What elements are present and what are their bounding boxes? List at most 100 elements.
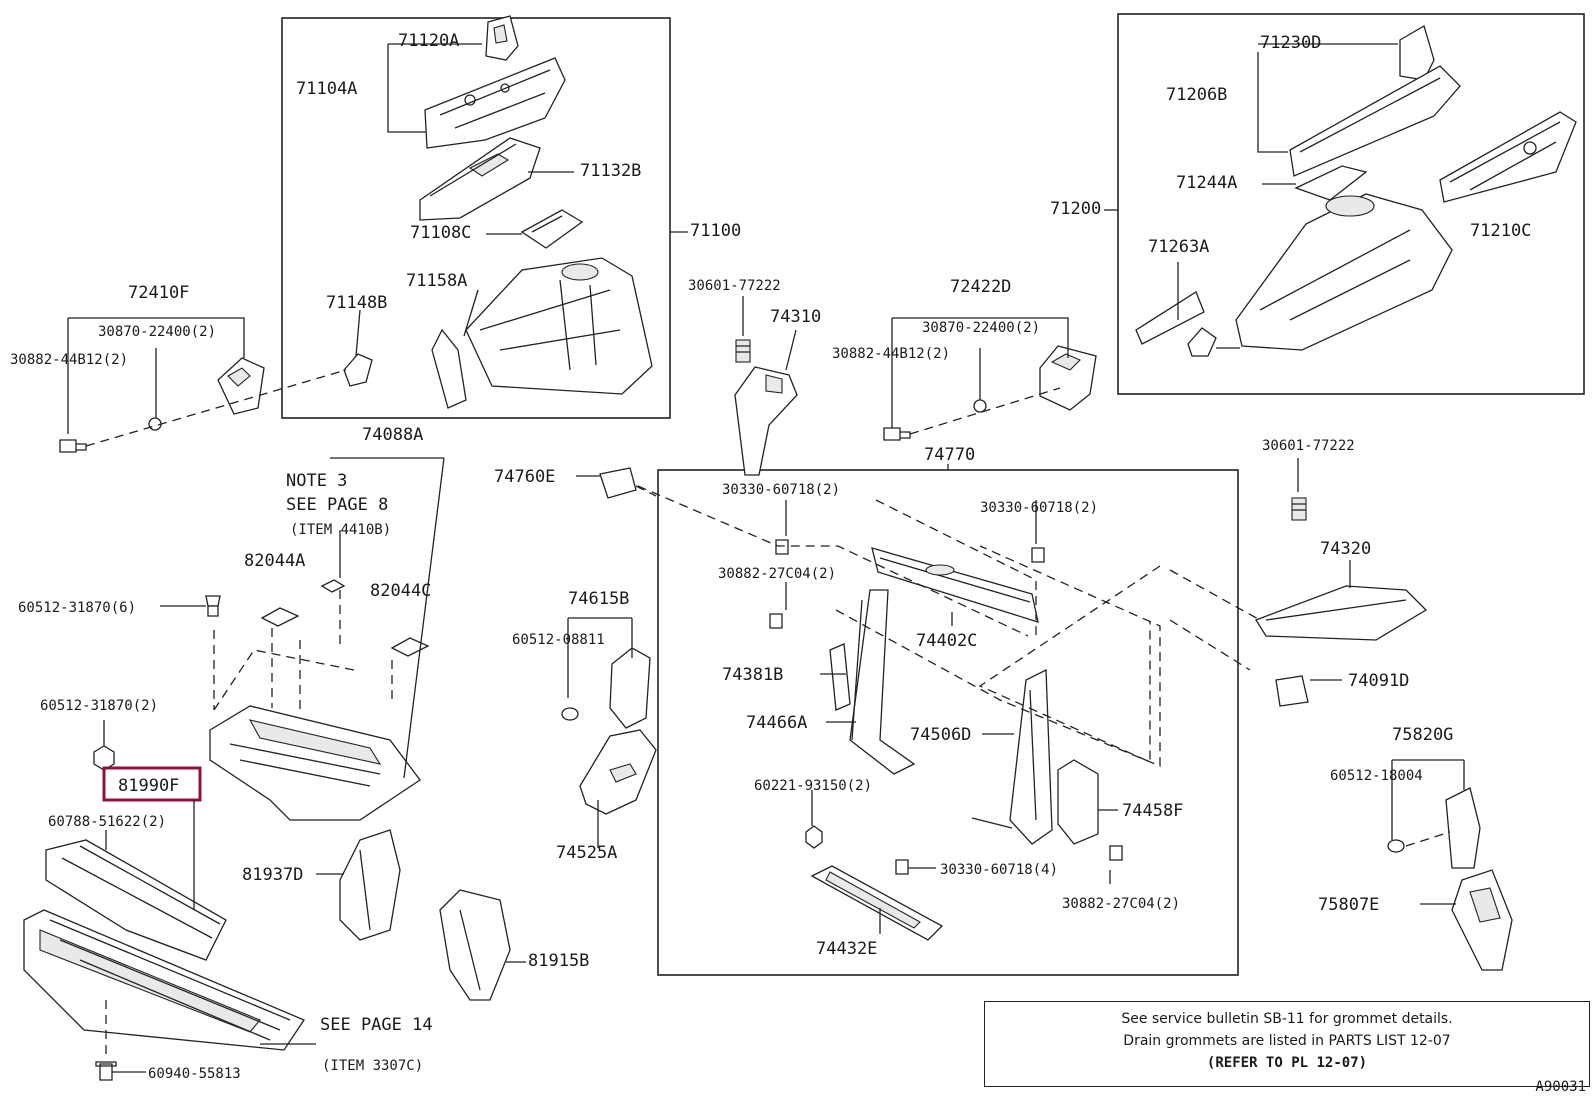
callout-c35[interactable]: 81915B: [528, 951, 589, 971]
part-brace-center[interactable]: [829, 643, 851, 711]
part-bracket-ul[interactable]: [485, 15, 519, 61]
part-rail-ur[interactable]: [1289, 65, 1461, 177]
callout-c18[interactable]: 30870-22400(2): [922, 320, 1040, 336]
callout-c20[interactable]: 30601-77222: [688, 278, 781, 294]
callout-c17[interactable]: 72422D: [950, 277, 1011, 297]
part-bracket-ur[interactable]: [1399, 25, 1435, 81]
part-apron-ul[interactable]: [465, 257, 653, 395]
callout-c49[interactable]: 74506D: [910, 725, 971, 745]
part-duct-b[interactable]: [439, 889, 511, 1001]
part-panel-right[interactable]: [1057, 759, 1099, 845]
callout-c2[interactable]: 71104A: [296, 79, 357, 99]
callout-c37[interactable]: SEE PAGE 14: [320, 1015, 433, 1035]
part-undercover-top[interactable]: [209, 705, 421, 821]
part-shield-bottom[interactable]: [23, 909, 305, 1051]
callout-c46[interactable]: 74402C: [916, 631, 977, 651]
part-seal-mc[interactable]: [609, 647, 651, 729]
callout-c14[interactable]: 72410F: [128, 283, 189, 303]
callout-c23[interactable]: 74320: [1320, 539, 1371, 559]
callout-c9[interactable]: 71206B: [1166, 85, 1227, 105]
part-pillar-left[interactable]: [849, 589, 916, 775]
callout-c31[interactable]: 60512-31870(2): [40, 698, 158, 714]
part-duct-a[interactable]: [339, 829, 401, 941]
callout-c19[interactable]: 30882-44B12(2): [832, 346, 950, 362]
callout-c54[interactable]: 30882-27C04(2): [1062, 896, 1180, 912]
callout-c13[interactable]: 71200: [1050, 199, 1101, 219]
part-bracket-right-c[interactable]: [1275, 675, 1309, 707]
part-crossmember-top[interactable]: [871, 547, 1039, 623]
part-clip-ur[interactable]: [1187, 327, 1217, 357]
callout-c3[interactable]: 71132B: [580, 161, 641, 181]
part-mount-center-left[interactable]: [734, 366, 798, 476]
part-apron-ur[interactable]: [1235, 193, 1453, 351]
part-guide-mc[interactable]: [579, 729, 657, 815]
callout-c25[interactable]: NOTE 3: [286, 471, 347, 491]
callout-c51[interactable]: 74458F: [1122, 801, 1183, 821]
part-rail-ul[interactable]: [424, 57, 566, 149]
callout-c27[interactable]: (ITEM 4410B): [290, 522, 391, 538]
part-plate-ur[interactable]: [1294, 165, 1368, 201]
callout-c21[interactable]: 74310: [770, 307, 821, 327]
part-bracket-mc-1[interactable]: [599, 467, 637, 499]
callout-c42[interactable]: 74770: [924, 445, 975, 465]
part-pillar-right[interactable]: [971, 668, 1053, 845]
callout-c26[interactable]: SEE PAGE 8: [286, 495, 388, 515]
callout-c33[interactable]: 60788-51622(2): [48, 814, 166, 830]
callout-c1[interactable]: 71120A: [398, 31, 459, 51]
part-mount-right[interactable]: [1039, 345, 1097, 411]
callout-c30[interactable]: 82044C: [370, 581, 431, 601]
part-guide-right[interactable]: [1451, 869, 1513, 971]
callout-c11[interactable]: 71210C: [1470, 221, 1531, 241]
callout-c34[interactable]: 81937D: [242, 865, 303, 885]
part-seal-right[interactable]: [1445, 787, 1481, 869]
callout-c60[interactable]: 60512-18004: [1330, 768, 1423, 784]
callout-c15[interactable]: 30870-22400(2): [98, 324, 216, 340]
callout-c22[interactable]: 30601-77222: [1262, 438, 1355, 454]
part-pad-right[interactable]: [390, 637, 430, 657]
callout-c45[interactable]: 30882-27C04(2): [718, 566, 836, 582]
part-member-ur[interactable]: [1439, 111, 1577, 203]
part-crossmember-bottom[interactable]: [810, 865, 944, 941]
callout-c50[interactable]: 60221-93150(2): [754, 778, 872, 794]
callout-c4[interactable]: 71108C: [410, 223, 471, 243]
callout-c43[interactable]: 30330-60718(2): [722, 482, 840, 498]
callout-c47[interactable]: 74381B: [722, 665, 783, 685]
callout-c10[interactable]: 71244A: [1176, 173, 1237, 193]
callout-c58[interactable]: 74091D: [1348, 671, 1409, 691]
callout-c39[interactable]: 74760E: [494, 467, 555, 487]
insulator-center-left[interactable]: [735, 339, 751, 363]
callout-c28[interactable]: 60512-31870(6): [18, 600, 136, 616]
callout-c7[interactable]: 71100: [690, 221, 741, 241]
part-pad-left[interactable]: [260, 607, 300, 627]
callout-c61[interactable]: 75807E: [1318, 895, 1379, 915]
callout-c40[interactable]: 60512-08811: [512, 632, 605, 648]
callout-c6[interactable]: 71148B: [326, 293, 387, 313]
callout-c36[interactable]: 60940-55813: [148, 1066, 241, 1082]
callout-c32[interactable]: 81990F: [118, 776, 179, 796]
callout-c52[interactable]: 74432E: [816, 939, 877, 959]
part-pad-small[interactable]: [320, 579, 346, 593]
insulator-right[interactable]: [1291, 497, 1307, 521]
callout-c5[interactable]: 71158A: [406, 271, 467, 291]
callout-c41[interactable]: 74615B: [568, 589, 629, 609]
callout-c53[interactable]: 30330-60718(4): [940, 862, 1058, 878]
part-reinforcement-ul[interactable]: [419, 137, 541, 221]
part-mount-right-center[interactable]: [1255, 585, 1428, 641]
callout-c55[interactable]: 74525A: [556, 843, 617, 863]
callout-c38[interactable]: (ITEM 3307C): [322, 1058, 423, 1074]
assembly-box-upper-right: [1117, 13, 1585, 395]
callout-c59[interactable]: 75820G: [1392, 725, 1453, 745]
part-gusset-ur[interactable]: [1135, 291, 1205, 345]
callout-c16[interactable]: 30882-44B12(2): [10, 352, 128, 368]
callout-c44[interactable]: 30330-60718(2): [980, 500, 1098, 516]
callout-c8[interactable]: 71230D: [1260, 33, 1321, 53]
part-gusset-ul[interactable]: [431, 328, 467, 409]
part-clip-ul[interactable]: [343, 353, 373, 387]
part-plate-ul[interactable]: [520, 209, 584, 249]
callout-c48[interactable]: 74466A: [746, 713, 807, 733]
callout-c24[interactable]: 74088A: [362, 425, 423, 445]
part-undercover-lower[interactable]: [45, 839, 227, 961]
part-mount-left[interactable]: [217, 357, 265, 415]
callout-c12[interactable]: 71263A: [1148, 237, 1209, 257]
callout-c29[interactable]: 82044A: [244, 551, 305, 571]
